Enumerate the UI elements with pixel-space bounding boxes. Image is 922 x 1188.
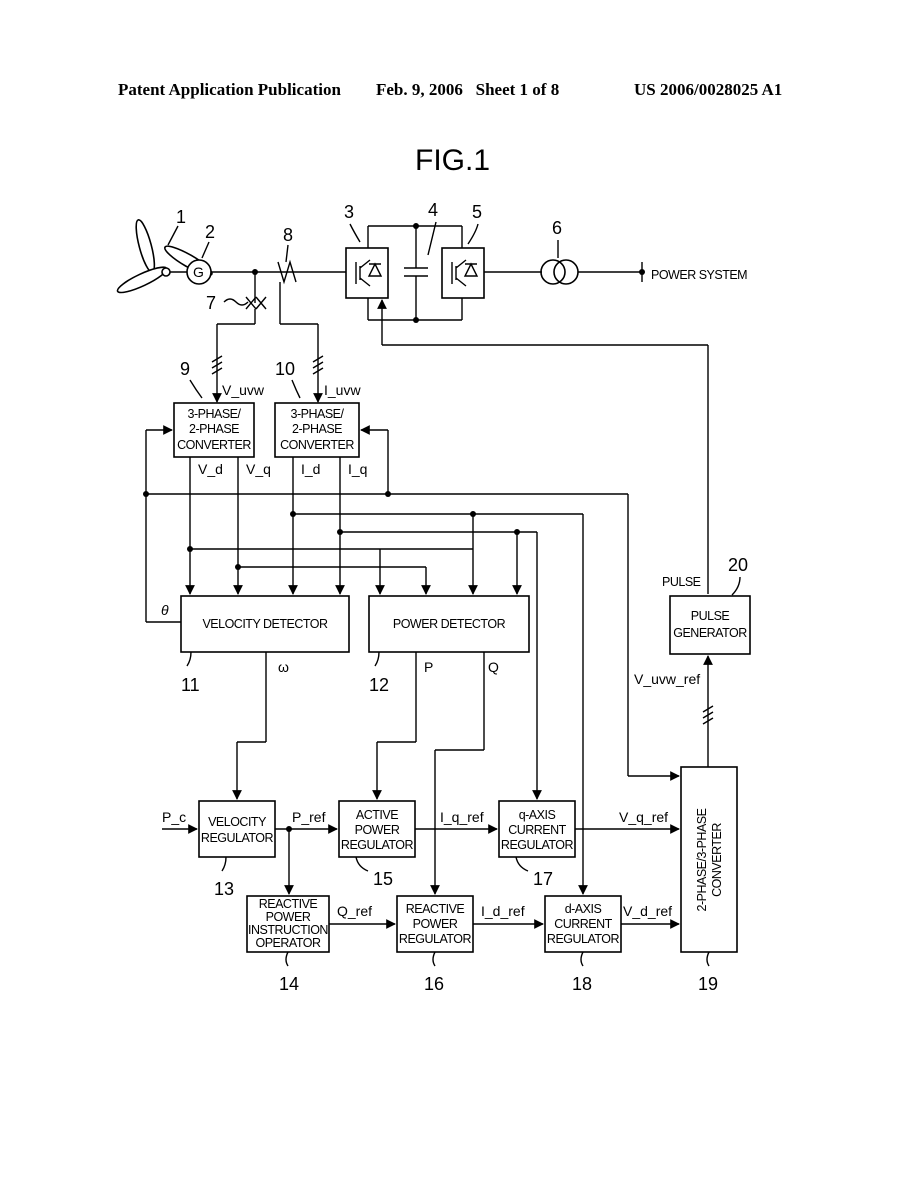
ref-17: 17 <box>533 869 553 889</box>
label-p-ref: P_ref <box>292 809 326 825</box>
svg-text:PULSE: PULSE <box>691 609 730 623</box>
converter-3 <box>345 247 389 299</box>
svg-text:CONVERTER: CONVERTER <box>280 438 354 452</box>
svg-text:d-AXIS: d-AXIS <box>565 902 602 916</box>
figure-title: FIG.1 <box>415 144 490 177</box>
velocity-detector-block: VELOCITY DETECTOR <box>180 595 350 653</box>
svg-text:POWER: POWER <box>413 917 458 931</box>
svg-text:POWER: POWER <box>266 910 311 924</box>
d-axis-current-regulator-block: d-AXIS CURRENT REGULATOR <box>544 895 622 953</box>
label-i-d: I_d <box>301 461 320 477</box>
label-q: Q <box>488 659 499 675</box>
svg-text:CURRENT: CURRENT <box>508 823 566 837</box>
ref-13: 13 <box>214 879 234 899</box>
label-v-d-ref: V_d_ref <box>623 903 672 919</box>
svg-text:REGULATOR: REGULATOR <box>547 932 620 946</box>
svg-text:INSTRUCTION: INSTRUCTION <box>248 923 328 937</box>
ref-5: 5 <box>472 202 482 222</box>
wind-turbine-icon <box>116 219 213 294</box>
ref-6: 6 <box>552 218 562 238</box>
svg-text:REGULATOR: REGULATOR <box>501 838 574 852</box>
ref-15: 15 <box>373 869 393 889</box>
converter-19-block: 2-PHASE/3-PHASE CONVERTER <box>680 766 738 953</box>
svg-text:CONVERTER: CONVERTER <box>710 823 724 897</box>
generator-icon: G <box>186 259 212 285</box>
ref-18: 18 <box>572 974 592 994</box>
power-system-label: POWER SYSTEM <box>651 268 747 282</box>
label-v-q-ref: V_q_ref <box>619 809 668 825</box>
svg-text:VELOCITY DETECTOR: VELOCITY DETECTOR <box>202 617 328 631</box>
svg-text:POWER: POWER <box>355 823 400 837</box>
label-omega: ω <box>278 659 289 675</box>
pulse-generator-block: PULSE GENERATOR <box>669 595 751 655</box>
svg-text:GENERATOR: GENERATOR <box>673 626 747 640</box>
label-v-uvw: V_uvw <box>222 382 265 398</box>
ref-8: 8 <box>283 225 293 245</box>
velocity-regulator-block: VELOCITY REGULATOR <box>198 800 276 858</box>
svg-text:CURRENT: CURRENT <box>554 917 612 931</box>
svg-text:CONVERTER: CONVERTER <box>177 438 251 452</box>
transformer-icon <box>540 259 579 285</box>
label-i-q: I_q <box>348 461 367 477</box>
date-sheet-label: Feb. 9, 2006 Sheet 1 of 8 <box>376 80 560 99</box>
ref-2: 2 <box>205 222 215 242</box>
label-i-d-ref: I_d_ref <box>481 903 525 919</box>
ref-11: 11 <box>181 675 200 695</box>
svg-text:2-PHASE/3-PHASE: 2-PHASE/3-PHASE <box>695 808 709 911</box>
svg-text:OPERATOR: OPERATOR <box>256 936 321 950</box>
label-v-d: V_d <box>198 461 223 477</box>
active-power-regulator-block: ACTIVE POWER REGULATOR <box>338 800 416 858</box>
ref-16: 16 <box>424 974 444 994</box>
label-v-q: V_q <box>246 461 271 477</box>
power-detector-block: POWER DETECTOR <box>368 595 530 653</box>
svg-text:2-PHASE: 2-PHASE <box>292 422 342 436</box>
label-p: P <box>424 659 433 675</box>
ref-10: 10 <box>275 359 295 379</box>
ref-20: 20 <box>728 555 748 575</box>
svg-text:REGULATOR: REGULATOR <box>399 932 472 946</box>
voltage-transformer-icon <box>245 296 267 310</box>
svg-text:REACTIVE: REACTIVE <box>259 897 318 911</box>
svg-text:REGULATOR: REGULATOR <box>341 838 414 852</box>
svg-text:G: G <box>193 264 204 280</box>
svg-text:2-PHASE: 2-PHASE <box>189 422 239 436</box>
svg-text:q-AXIS: q-AXIS <box>519 808 556 822</box>
ref-4: 4 <box>428 200 438 220</box>
ref-7: 7 <box>206 293 216 313</box>
svg-text:ACTIVE: ACTIVE <box>356 808 398 822</box>
q-axis-current-regulator-block: q-AXIS CURRENT REGULATOR <box>498 800 576 858</box>
label-p-c: P_c <box>162 809 186 825</box>
svg-text:REGULATOR: REGULATOR <box>201 831 274 845</box>
svg-text:REACTIVE: REACTIVE <box>406 902 465 916</box>
reactive-power-regulator-block: REACTIVE POWER REGULATOR <box>396 895 474 953</box>
ref-1: 1 <box>176 207 186 227</box>
label-theta: θ <box>161 602 169 618</box>
publication-label: Patent Application Publication <box>118 80 341 99</box>
svg-text:POWER DETECTOR: POWER DETECTOR <box>393 617 506 631</box>
current-transformer-icon <box>277 259 297 285</box>
label-i-q-ref: I_q_ref <box>440 809 484 825</box>
label-pulse: PULSE <box>662 575 701 589</box>
ref-19: 19 <box>698 974 718 994</box>
converter-5 <box>441 247 485 299</box>
ref-3: 3 <box>344 202 354 222</box>
ref-9: 9 <box>180 359 190 379</box>
patent-number: US 2006/0028025 A1 <box>634 80 783 99</box>
ref-12: 12 <box>369 675 389 695</box>
reactive-power-instruction-block: REACTIVE POWER INSTRUCTION OPERATOR <box>246 895 330 953</box>
converter-9-block: 3-PHASE/ 2-PHASE CONVERTER <box>173 402 255 458</box>
label-i-uvw: I_uvw <box>324 382 361 398</box>
label-q-ref: Q_ref <box>337 903 372 919</box>
label-v-uvw-ref: V_uvw_ref <box>634 671 700 687</box>
svg-text:VELOCITY: VELOCITY <box>208 815 267 829</box>
ref-14: 14 <box>279 974 299 994</box>
converter-10-block: 3-PHASE/ 2-PHASE CONVERTER <box>274 402 360 458</box>
svg-text:3-PHASE/: 3-PHASE/ <box>188 407 242 421</box>
svg-text:3-PHASE/: 3-PHASE/ <box>291 407 345 421</box>
